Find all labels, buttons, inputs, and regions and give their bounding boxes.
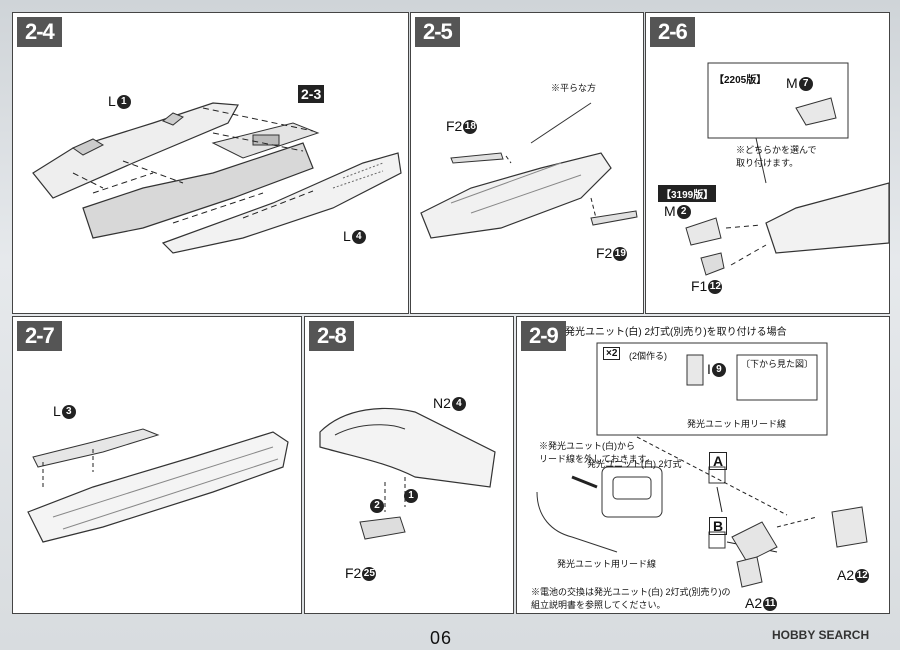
step-2-9-panel: 2-9 発光ユニット(白) 2灯式(別売り)を取り付ける場合 ×2 (2個作る)… (516, 316, 890, 614)
arrow-step-2: 2 (369, 497, 384, 514)
choose-one-note: ※どちらかを選んで取り付けます。 (736, 145, 817, 168)
page-number: 06 (430, 628, 453, 648)
light-unit-illustration (536, 342, 868, 588)
hull-deck-illustration (27, 428, 289, 543)
step-number: 2-7 (17, 321, 62, 351)
lead-wire-label: 発光ユニット用リード線 (687, 419, 787, 429)
version-tag-3199: 【3199版】 (658, 185, 717, 202)
ship-hull-illustration (420, 102, 638, 239)
battery-note: ※電池の交換は発光ユニット(白) 2灯式(別売り)の組立説明書を参照してください… (531, 587, 731, 610)
ship-hull-parts-illustration (32, 102, 402, 254)
unit-lead-label: 発光ユニット用リード線 (557, 559, 657, 569)
remove-lead-note: ※発光ユニット(白)からリード線を外しておきます。 (539, 441, 655, 464)
variant-b-label: B (709, 517, 728, 535)
step-number: 2-5 (415, 17, 460, 47)
step-number: 2-4 (17, 17, 62, 47)
unit-name-label: 発光ユニット(白) 2灯式 (587, 459, 682, 469)
hull-part-n2-illustration (319, 407, 496, 540)
ref-step-tag: 2-3 (298, 85, 325, 103)
bottom-view-label: 〔下から見た図〕 (741, 359, 814, 369)
step-number: 2-9 (521, 321, 566, 351)
make-two-note: (2個作る) (629, 351, 667, 361)
note-flat-side: ※平らな方 (551, 83, 597, 93)
x2-badge: ×2 (603, 347, 621, 360)
watermark: HOBBY SEARCH (772, 628, 870, 642)
variant-a-label: A (709, 452, 728, 470)
step-number: 2-6 (650, 17, 695, 47)
bow-parts-illustration (685, 62, 889, 276)
step-number: 2-8 (309, 321, 354, 351)
version-tag-2205: 【2205版】 (714, 75, 767, 86)
arrow-step-1: 1 (403, 487, 418, 504)
step-title: 発光ユニット(白) 2灯式(別売り)を取り付ける場合 (565, 327, 787, 338)
